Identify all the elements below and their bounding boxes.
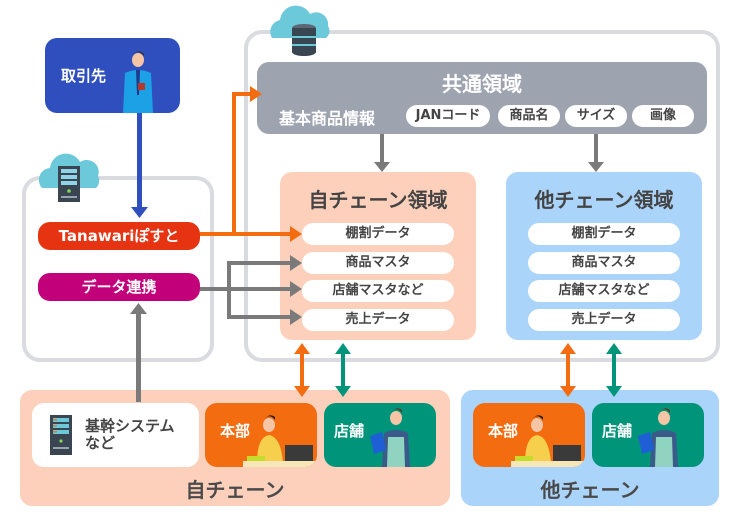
self-item-product-master: 商品マスタ	[302, 252, 454, 274]
other-store-label: 店舗	[602, 422, 633, 440]
common-area: 共通領域 基本商品情報 JANコード 商品名 サイズ 画像	[257, 62, 707, 134]
self-item-sales-data: 売上データ	[302, 309, 454, 331]
data-link-button[interactable]: データ連携	[38, 273, 200, 301]
tanawari-system-frame	[22, 176, 214, 362]
basic-product-info-label: 基本商品情報	[279, 109, 376, 128]
other-chain-panel: 本部 店舗 他チェーン	[461, 390, 719, 506]
tanawari-post-button[interactable]: Tanawariぽすと	[38, 222, 200, 250]
office-worker-icon	[511, 415, 585, 467]
client-box: 取引先	[45, 38, 180, 113]
other-item-planogram: 棚割データ	[528, 223, 680, 245]
self-chain-area-title: 自チェーン領域	[308, 188, 448, 212]
server-icon	[50, 415, 72, 455]
tanawari-post-label: Tanawariぽすと	[58, 227, 180, 245]
other-item-sales-data: 売上データ	[528, 309, 680, 331]
other-chain-label: 他チェーン	[540, 478, 640, 502]
office-worker-icon	[243, 415, 317, 467]
self-hq-card: 本部	[205, 403, 317, 467]
chip-image: 画像	[632, 105, 694, 127]
cloud-server-icon	[38, 153, 100, 202]
self-chain-label: 自チェーン	[185, 478, 285, 502]
self-hq-label: 本部	[220, 422, 251, 440]
data-link-label: データ連携	[81, 278, 157, 296]
chip-jan-code: JANコード	[406, 105, 490, 127]
other-hq-card: 本部	[473, 403, 585, 467]
store-clerk-icon	[638, 408, 678, 467]
client-label: 取引先	[61, 67, 107, 85]
businessman-icon	[123, 51, 153, 113]
other-chain-area-title: 他チェーン領域	[534, 188, 674, 212]
cloud-database-icon	[270, 5, 330, 56]
self-store-card: 店舗	[324, 403, 436, 467]
self-item-store-master: 店舗マスタなど	[302, 280, 454, 302]
common-area-title: 共通領域	[442, 72, 522, 96]
self-chain-panel: 基幹システム など 本部 店舗 自チェーン	[20, 390, 450, 506]
core-system-label: 基幹システム など	[85, 418, 175, 452]
store-clerk-icon	[370, 408, 410, 467]
core-system-label-line2: など	[85, 434, 116, 452]
other-item-store-master: 店舗マスタなど	[528, 280, 680, 302]
other-chain-area: 他チェーン領域 棚割データ 商品マスタ 店舗マスタなど 売上データ	[506, 172, 702, 340]
core-system-card: 基幹システム など	[32, 403, 199, 467]
other-hq-label: 本部	[488, 422, 519, 440]
self-item-planogram: 棚割データ	[302, 223, 454, 245]
core-system-label-line1: 基幹システム	[85, 417, 175, 435]
other-item-product-master: 商品マスタ	[528, 252, 680, 274]
chip-product-name: 商品名	[498, 105, 560, 127]
other-store-card: 店舗	[592, 403, 704, 467]
self-chain-area: 自チェーン領域 棚割データ 商品マスタ 店舗マスタなど 売上データ	[280, 172, 476, 340]
self-store-label: 店舗	[334, 422, 365, 440]
chip-size: サイズ	[565, 105, 627, 127]
